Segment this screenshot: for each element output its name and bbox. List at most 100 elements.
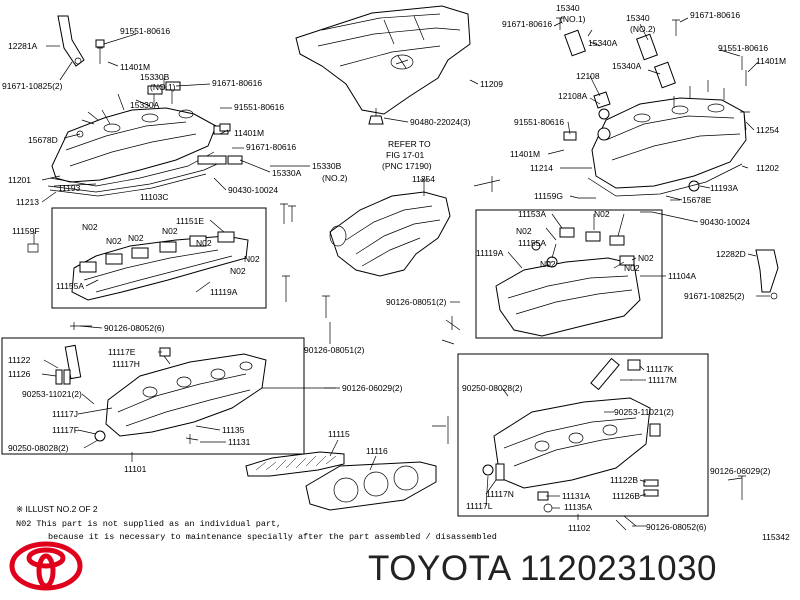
- label-11101: 11101: [124, 464, 147, 474]
- label-11131: 11131: [228, 437, 251, 447]
- label-15340A: 15340A: [612, 61, 642, 71]
- label-11117M: 11117M: [648, 375, 677, 385]
- label-11401M: 11401M: [756, 56, 786, 66]
- label-90126-06029: 90126-06029(2): [710, 466, 771, 476]
- illust-number: ※ ILLUST NO.2 OF 2: [16, 504, 98, 514]
- label-12108A: 12108A: [558, 91, 588, 101]
- label-11159G: 11159G: [534, 191, 563, 201]
- label-12108: 12108: [576, 71, 600, 81]
- engine-cover: [295, 5, 471, 115]
- right-camshaft-housing: [495, 227, 641, 337]
- label-11151E: 11151E: [176, 216, 204, 226]
- intake-manifold: [329, 179, 451, 277]
- label-15330A: 15330A: [272, 168, 302, 178]
- right-top-fasteners: [556, 17, 750, 141]
- left-head-cover: [49, 107, 217, 187]
- label-11102: 11102: [568, 523, 591, 533]
- note-line-1: N02 This part is not supplied as an indi…: [16, 519, 281, 529]
- label-11209: 11209: [480, 79, 503, 89]
- right-head-small-parts: [432, 357, 746, 531]
- toyota-logo-ellipses: [9, 541, 83, 591]
- bracket-12282D: [755, 249, 779, 293]
- label-91671: 91671-80616: [690, 10, 740, 20]
- right-camshaft-bolts: [441, 176, 683, 345]
- label-11193: 11193: [58, 183, 81, 193]
- label-15330A: 15330A: [130, 100, 160, 110]
- label-n02: N02: [244, 254, 260, 264]
- label-no2: (NO.2): [630, 24, 656, 34]
- label-15340: 15340: [556, 3, 580, 13]
- brand-part-number: TOYOTA 1120231030: [368, 549, 718, 588]
- label-91671: 91671-80616: [246, 142, 296, 152]
- label-15678D: 15678D: [28, 135, 58, 145]
- label-91671: 91671-80616: [212, 78, 262, 88]
- label-n02: N02: [196, 238, 212, 248]
- label-11401M: 11401M: [234, 128, 264, 138]
- label-91551: 91551-80616: [514, 117, 564, 127]
- label-11119A: 11119A: [476, 248, 504, 258]
- label-90126-08051: 90126-08051(2): [304, 345, 365, 355]
- label-11117L: 11117L: [466, 501, 493, 511]
- right-cover-gasket: [587, 163, 743, 197]
- label-11126B: 11126B: [612, 491, 640, 501]
- label-n02: N02: [540, 259, 556, 269]
- label-90480: 90480-22024(3): [410, 117, 471, 127]
- label-11254: 11254: [756, 125, 779, 135]
- label-11254: 11254: [412, 174, 435, 184]
- gasket-11213: [47, 159, 227, 197]
- label-n02: N02: [624, 263, 640, 273]
- label-15678E: 15678E: [682, 195, 712, 205]
- label-11117H: 11117H: [112, 359, 140, 369]
- label-n02: N02: [82, 222, 98, 232]
- label-11155A: 11155A: [56, 281, 84, 291]
- left-camshaft-housing: [71, 231, 249, 301]
- label-11122: 11122: [8, 355, 31, 365]
- toyota-logo: [9, 541, 83, 591]
- label-11117E: 11117E: [108, 347, 136, 357]
- label-15330B: 15330B: [140, 72, 170, 82]
- bracket-12281A: [57, 15, 85, 67]
- label-11135: 11135: [222, 425, 245, 435]
- box-11101: [1, 337, 305, 455]
- footer-notes: ※ ILLUST NO.2 OF 2 N02 This part is not …: [16, 504, 790, 542]
- label-90250: 90250-08028(2): [8, 443, 69, 453]
- left-top-fasteners: [76, 39, 231, 138]
- label-11202: 11202: [756, 163, 779, 173]
- right-head-cover: [591, 97, 747, 192]
- right-ignition-coils: [564, 29, 676, 120]
- note-line-2: because it is necessary to maintenance s…: [48, 532, 497, 542]
- label-15340: 15340: [626, 13, 650, 23]
- label-n02: N02: [638, 253, 654, 263]
- label-n02: N02: [516, 226, 532, 236]
- label-n02: N02: [162, 226, 178, 236]
- label-91551: 91551-80616: [234, 102, 284, 112]
- label-91671-10825: 91671-10825(2): [2, 81, 63, 91]
- label-no2: (NO.2): [322, 173, 348, 183]
- label-11401M: 11401M: [120, 62, 150, 72]
- label-11213: 11213: [16, 197, 39, 207]
- label-11117N: 11117N: [486, 489, 514, 499]
- label-11159F: 11159F: [12, 226, 40, 236]
- label-11122B: 11122B: [610, 475, 638, 485]
- right-cylinder-head: [493, 397, 651, 489]
- label-12282D: 12282D: [716, 249, 746, 259]
- label-n02: N02: [128, 233, 144, 243]
- head-gasket-11115: [245, 451, 345, 477]
- label-n02: N02: [106, 236, 122, 246]
- label-n02: N02: [594, 209, 610, 219]
- label-11117J: 11117J: [52, 409, 78, 419]
- label-11193A: 11193A: [710, 183, 738, 193]
- label-90430: 90430-10024: [228, 185, 278, 195]
- label-91671-10825: 91671-10825(2): [684, 291, 745, 301]
- label-11131A: 11131A: [562, 491, 590, 501]
- label-90126-08051: 90126-08051(2): [386, 297, 447, 307]
- label-11401M: 11401M: [510, 149, 540, 159]
- figure-number: 115342: [762, 532, 790, 542]
- part-labels: 12281A 91551-80616 11401M 15330B (NO.1) …: [2, 3, 786, 533]
- cover-bolt: [368, 115, 384, 125]
- label-90126-08052: 90126-08052(6): [646, 522, 707, 532]
- label-11104A: 11104A: [668, 271, 696, 281]
- label-91551: 91551-80616: [718, 43, 768, 53]
- label-15330B: 15330B: [312, 161, 342, 171]
